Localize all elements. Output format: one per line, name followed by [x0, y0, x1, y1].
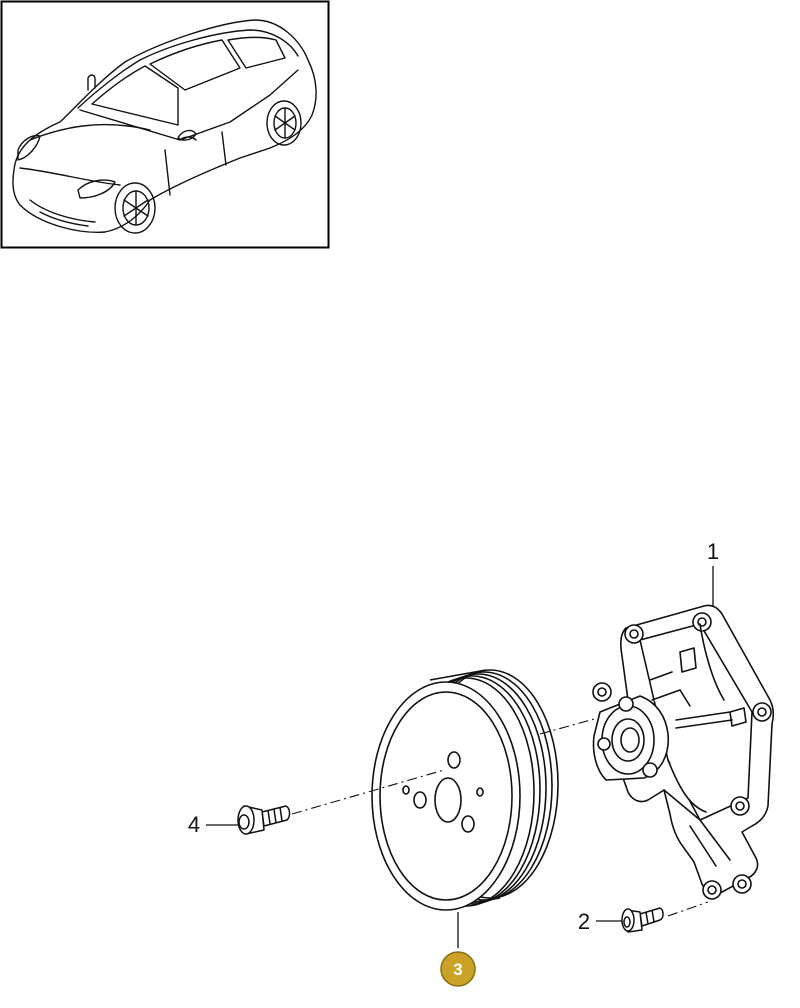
belt-pulley-icon [371, 669, 559, 911]
callout-3-badge[interactable]: 3 [440, 951, 476, 987]
callout-2-label: 2 [578, 909, 590, 934]
callout-1[interactable]: 1 [707, 539, 719, 564]
water-pump-icon [592, 604, 775, 900]
callout-4[interactable]: 4 [188, 812, 200, 837]
bolt-item-2[interactable] [621, 907, 664, 933]
callout-4-label: 4 [188, 812, 200, 837]
water-pump[interactable] [592, 604, 775, 900]
assembly-lines [291, 717, 709, 917]
callout-1-label: 1 [707, 539, 719, 564]
car-thumbnail[interactable] [0, 0, 330, 249]
callout-2[interactable]: 2 [578, 909, 590, 934]
car-icon [12, 19, 317, 234]
callout-3-label: 3 [453, 960, 462, 979]
leader-lines [206, 566, 714, 948]
bolt-icon [237, 805, 291, 835]
bolt-icon [621, 907, 664, 933]
bolt-item-4[interactable] [237, 805, 291, 835]
belt-pulley[interactable] [371, 669, 559, 911]
callout-3-badge-circle [440, 951, 476, 987]
